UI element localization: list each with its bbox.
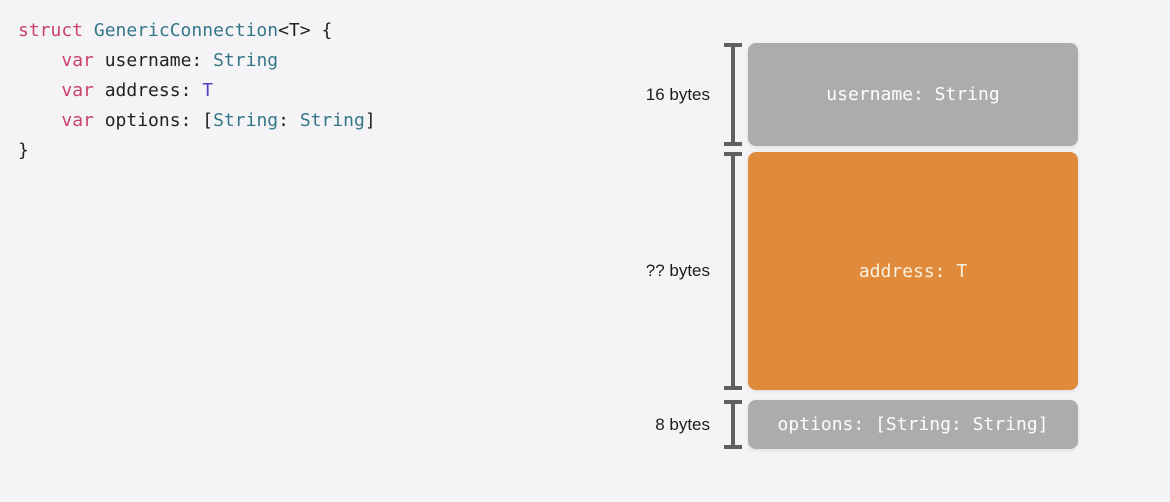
code-line: var address: T xyxy=(18,76,376,106)
code-token-kw: var xyxy=(61,50,94,71)
code-token-plain xyxy=(18,50,61,71)
code-token-generic: T xyxy=(202,80,214,101)
byte-size-label: 8 bytes xyxy=(655,414,710,434)
code-line: } xyxy=(18,136,376,166)
code-token-plain: } xyxy=(18,140,29,161)
byte-size-label: ?? bytes xyxy=(645,261,710,280)
field-box: address: T xyxy=(748,152,1078,390)
code-token-kw: struct xyxy=(18,20,94,41)
code-token-type: GenericConnection xyxy=(93,20,279,41)
code-token-kw: var xyxy=(61,110,94,131)
memory-row: 8 bytes options: [String: String] xyxy=(602,400,1078,449)
memory-row: 16 bytes username: String xyxy=(602,43,1078,146)
field-box: username: String xyxy=(748,43,1078,146)
code-line: struct GenericConnection<T> { xyxy=(18,16,376,46)
size-bracket xyxy=(724,152,742,390)
code-token-type: String xyxy=(213,50,279,71)
code-token-kw: var xyxy=(61,80,94,101)
byte-size-label: 16 bytes xyxy=(645,84,710,104)
code-token-plain xyxy=(18,80,61,101)
code-token-plain: ] xyxy=(364,110,376,131)
code-token-type: String xyxy=(299,110,365,131)
code-token-plain: username: xyxy=(93,50,214,71)
code-token-plain: <T> { xyxy=(278,20,333,41)
swift-code-block: struct GenericConnection<T> { var userna… xyxy=(18,16,376,166)
code-token-plain xyxy=(18,110,61,131)
code-token-plain: address: xyxy=(93,80,203,101)
code-token-type: String xyxy=(213,110,279,131)
code-token-plain: : xyxy=(278,110,300,131)
field-box: options: [String: String] xyxy=(748,400,1078,449)
memory-layout-diagram: 16 bytes username: String ?? bytes address:… xyxy=(602,43,1078,449)
memory-row: ?? bytes address: T xyxy=(602,152,1078,390)
size-bracket xyxy=(724,43,742,146)
code-line: var options: [String: String] xyxy=(18,106,376,136)
code-line: var username: String xyxy=(18,46,376,76)
size-bracket xyxy=(724,400,742,449)
code-token-plain: options: [ xyxy=(93,110,214,131)
